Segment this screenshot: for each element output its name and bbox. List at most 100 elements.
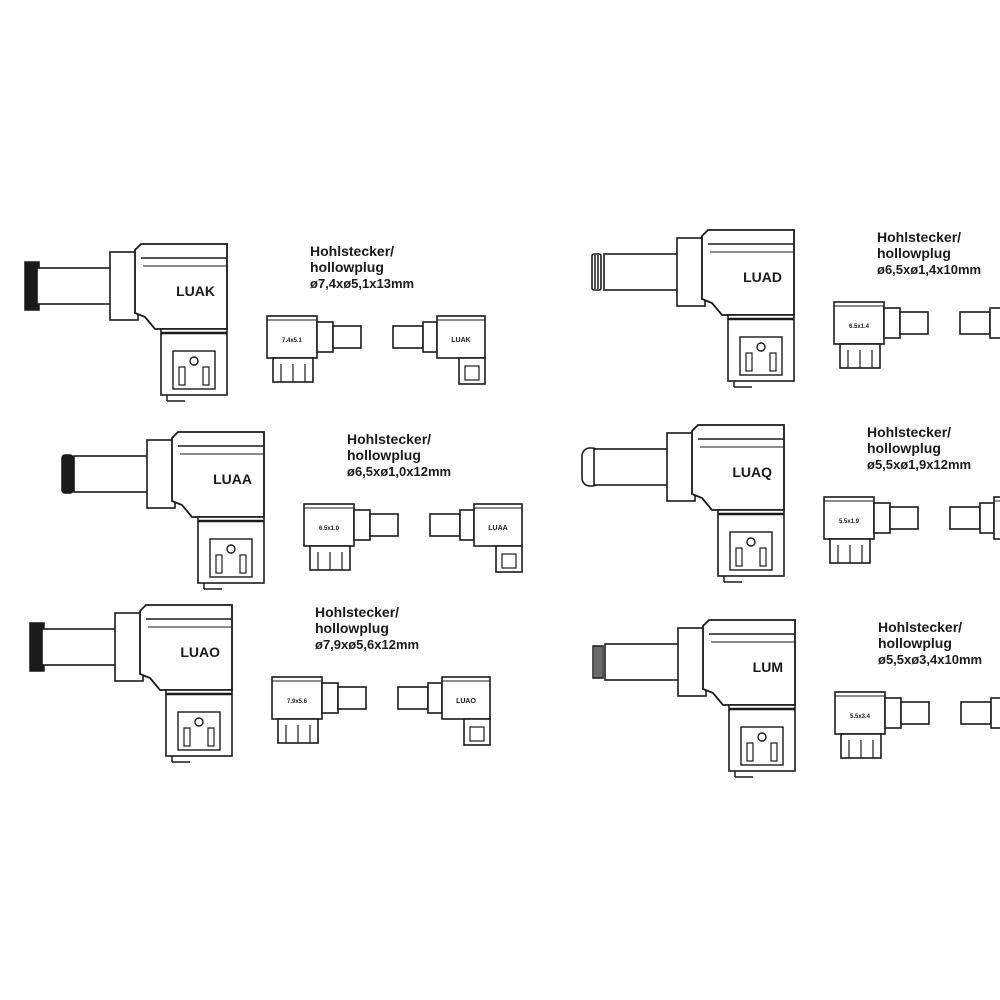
side-view-body bbox=[833, 301, 885, 345]
label-line2: hollowplug bbox=[877, 245, 951, 261]
side-view-barrel bbox=[337, 686, 367, 710]
connector-group-luak: LUAK Hohlstecker/hollowplugø7,4xø5,1x13mm… bbox=[24, 243, 486, 402]
side-view-collar bbox=[873, 502, 891, 534]
top-view-label: LUAK bbox=[451, 337, 470, 344]
label-line2: hollowplug bbox=[310, 259, 384, 275]
label-line1: Hohlstecker/ bbox=[310, 243, 394, 259]
side-view-barrel bbox=[889, 506, 919, 530]
top-view-collar bbox=[990, 697, 1000, 729]
pin-right bbox=[202, 366, 210, 386]
plug-collar bbox=[146, 439, 176, 509]
plug-collar bbox=[677, 627, 707, 697]
top-view-body bbox=[993, 496, 1000, 540]
label-line1: Hohlstecker/ bbox=[315, 604, 399, 620]
label-spec: ø7,9xø5,6x12mm bbox=[315, 637, 419, 652]
side-view-collar bbox=[321, 682, 339, 714]
top-view-barrel bbox=[429, 513, 461, 537]
pin-right bbox=[759, 547, 767, 567]
pin-left bbox=[735, 547, 743, 567]
top-view-body bbox=[436, 315, 486, 359]
plug-collar bbox=[676, 237, 706, 307]
pin-left bbox=[746, 742, 754, 762]
top-view-collar bbox=[459, 509, 475, 541]
side-view-body bbox=[823, 496, 875, 540]
plug-tip bbox=[61, 454, 74, 494]
side-view-body bbox=[834, 691, 886, 735]
top-view-pin-well bbox=[464, 365, 480, 381]
label-line1: Hohlstecker/ bbox=[877, 229, 961, 245]
connector-group-luad: LUAD Hohlstecker/hollowplugø6,5xø1,4x10mm… bbox=[591, 229, 1000, 388]
plug-collar bbox=[114, 612, 144, 682]
top-view-barrel bbox=[959, 311, 991, 335]
connector-group-luaq: LUAQ Hohlstecker/hollowplugø5,5xø1,9x12mm… bbox=[581, 424, 1000, 583]
plug-tip bbox=[592, 645, 604, 679]
pin-left bbox=[215, 554, 223, 574]
label-line2: hollowplug bbox=[867, 440, 941, 456]
model-label: LUAQ bbox=[732, 464, 772, 480]
top-view-collar bbox=[422, 321, 438, 353]
plug-barrel bbox=[604, 643, 692, 681]
side-view-label: 7.9x5.6 bbox=[287, 699, 308, 705]
pin-hole bbox=[746, 537, 756, 547]
plug-collar bbox=[666, 432, 696, 502]
side-view-label: 6.5x1.0 bbox=[319, 526, 340, 532]
pin-left bbox=[178, 366, 186, 386]
side-view-body bbox=[271, 676, 323, 720]
side-view-collar bbox=[884, 697, 902, 729]
side-view-label: 5.5x3.4 bbox=[850, 714, 871, 720]
side-view-body bbox=[266, 315, 318, 359]
plug-barrel bbox=[603, 253, 691, 291]
label-line2: hollowplug bbox=[878, 635, 952, 651]
label-line1: Hohlstecker/ bbox=[347, 431, 431, 447]
connector-group-luao: LUAO Hohlstecker/hollowplugø7,9xø5,6x12mm… bbox=[29, 604, 491, 763]
plug-barrel bbox=[73, 455, 161, 493]
pin-hole bbox=[226, 544, 236, 554]
top-view-pin-well bbox=[469, 726, 485, 742]
pin-hole bbox=[757, 732, 767, 742]
pin-left bbox=[183, 727, 191, 747]
pin-right bbox=[239, 554, 247, 574]
connector-group-luaa: LUAA Hohlstecker/hollowplugø6,5xø1,0x12mm… bbox=[61, 431, 523, 590]
model-label: LUAO bbox=[180, 644, 220, 660]
top-view-collar bbox=[427, 682, 443, 714]
top-view-pin-well bbox=[501, 553, 517, 569]
label-spec: ø5,5xø1,9x12mm bbox=[867, 457, 971, 472]
top-view-label: LUAA bbox=[488, 525, 507, 532]
pin-left bbox=[745, 352, 753, 372]
side-view-label: 5.5x1.9 bbox=[839, 519, 860, 525]
label-spec: ø6,5xø1,0x12mm bbox=[347, 464, 451, 479]
side-view-collar bbox=[316, 321, 334, 353]
plug-tip bbox=[591, 253, 602, 291]
top-view-body bbox=[441, 676, 491, 720]
model-label: LUAK bbox=[176, 283, 215, 299]
plug-barrel bbox=[593, 448, 681, 486]
model-label: LUAD bbox=[743, 269, 782, 285]
side-view-label: 7.4x5.1 bbox=[282, 338, 303, 344]
top-view-body bbox=[473, 503, 523, 547]
side-view-body bbox=[303, 503, 355, 547]
top-view-collar bbox=[979, 502, 995, 534]
label-line1: Hohlstecker/ bbox=[867, 424, 951, 440]
model-label: LUAA bbox=[213, 471, 252, 487]
side-view-barrel bbox=[899, 311, 929, 335]
pin-hole bbox=[194, 717, 204, 727]
top-view-barrel bbox=[960, 701, 992, 725]
label-spec: ø6,5xø1,4x10mm bbox=[877, 262, 981, 277]
top-view-barrel bbox=[392, 325, 424, 349]
label-line2: hollowplug bbox=[315, 620, 389, 636]
pin-hole bbox=[189, 356, 199, 366]
pin-right bbox=[770, 742, 778, 762]
label-spec: ø7,4xø5,1x13mm bbox=[310, 276, 414, 291]
top-view-label: LUAO bbox=[456, 698, 476, 705]
side-view-label: 6.5x1.4 bbox=[849, 324, 870, 330]
label-spec: ø5,5xø3,4x10mm bbox=[878, 652, 982, 667]
model-label: LUM bbox=[753, 659, 783, 675]
label-line2: hollowplug bbox=[347, 447, 421, 463]
top-view-collar bbox=[989, 307, 1000, 339]
side-view-barrel bbox=[900, 701, 930, 725]
top-view-barrel bbox=[949, 506, 981, 530]
plug-barrel bbox=[36, 267, 124, 305]
label-line1: Hohlstecker/ bbox=[878, 619, 962, 635]
plug-collar bbox=[109, 251, 139, 321]
